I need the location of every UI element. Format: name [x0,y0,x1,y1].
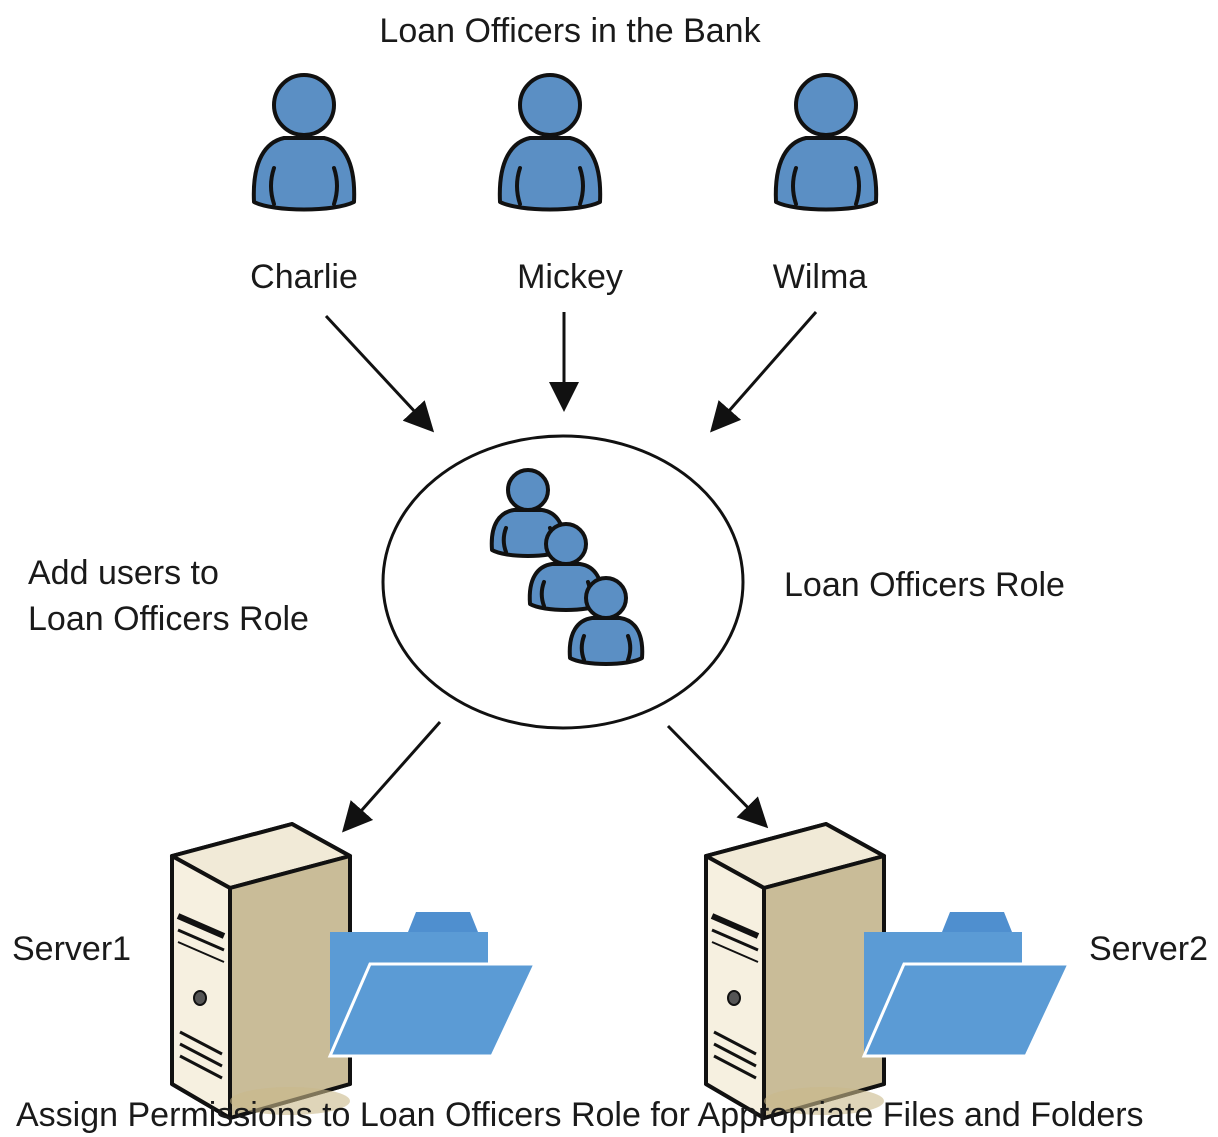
arrow-role-to-server1 [342,721,442,833]
arrow-wilma-to-role [710,311,818,433]
user-icon [773,73,879,212]
user-name-wilma: Wilma [773,258,868,296]
instruction-line-2: Loan Officers Role [28,600,309,638]
user-icon [251,73,357,212]
user-name-charlie: Charlie [250,258,358,296]
folder-icon [328,910,537,1058]
user-name-mickey: Mickey [517,258,623,296]
folder-icon [862,910,1071,1058]
role-name: Loan Officers Role [784,566,1065,604]
footer-caption: Assign Permissions to Loan Officers Role… [16,1096,1144,1134]
arrow-charlie-to-role [324,314,435,433]
user-icon [497,73,603,212]
server-icon [706,824,884,1118]
instruction-line-1: Add users to [28,554,219,592]
server2-label: Server2 [1089,930,1208,968]
arrow-role-to-server2 [666,724,769,829]
server-icon [172,824,350,1118]
server1-label: Server1 [12,930,131,968]
diagram-title: Loan Officers in the Bank [379,12,761,50]
